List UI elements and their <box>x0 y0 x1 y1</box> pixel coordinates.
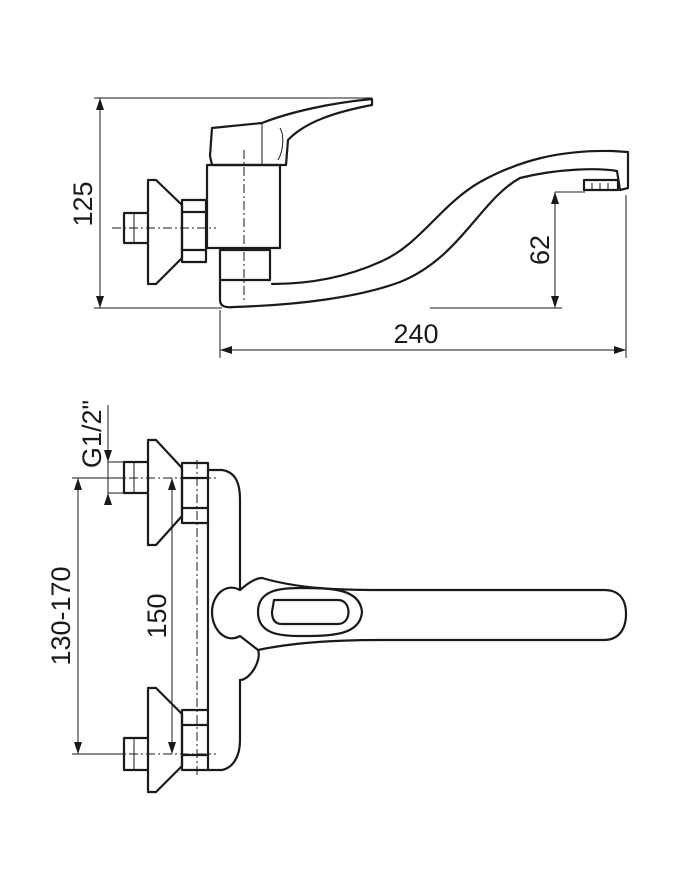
side-view <box>112 97 630 309</box>
top-view <box>112 438 628 794</box>
aerator <box>582 178 620 192</box>
spout <box>218 149 630 309</box>
thread-size-label: G1/2" <box>77 400 107 468</box>
mixer-body <box>206 468 242 772</box>
dimension-lines-side <box>94 97 627 358</box>
hex-nut <box>180 198 208 264</box>
upper-hex-nut <box>180 461 210 525</box>
spout-top <box>210 576 628 682</box>
wall-flange <box>146 178 184 286</box>
lower-hex-nut <box>180 708 210 772</box>
lower-wall-flange <box>146 686 184 794</box>
dimension-62-label: 62 <box>525 235 555 265</box>
lever-handle <box>208 97 374 167</box>
dimension-130-170-label: 130-170 <box>46 566 76 665</box>
upper-wall-flange <box>146 438 184 547</box>
dimension-240-label: 240 <box>393 319 438 349</box>
handle-top <box>256 586 364 638</box>
swivel-collar <box>218 248 272 282</box>
dimension-125-label: 125 <box>68 181 98 226</box>
dimension-150-label: 150 <box>142 593 172 638</box>
dimension-lines-top <box>72 405 176 755</box>
